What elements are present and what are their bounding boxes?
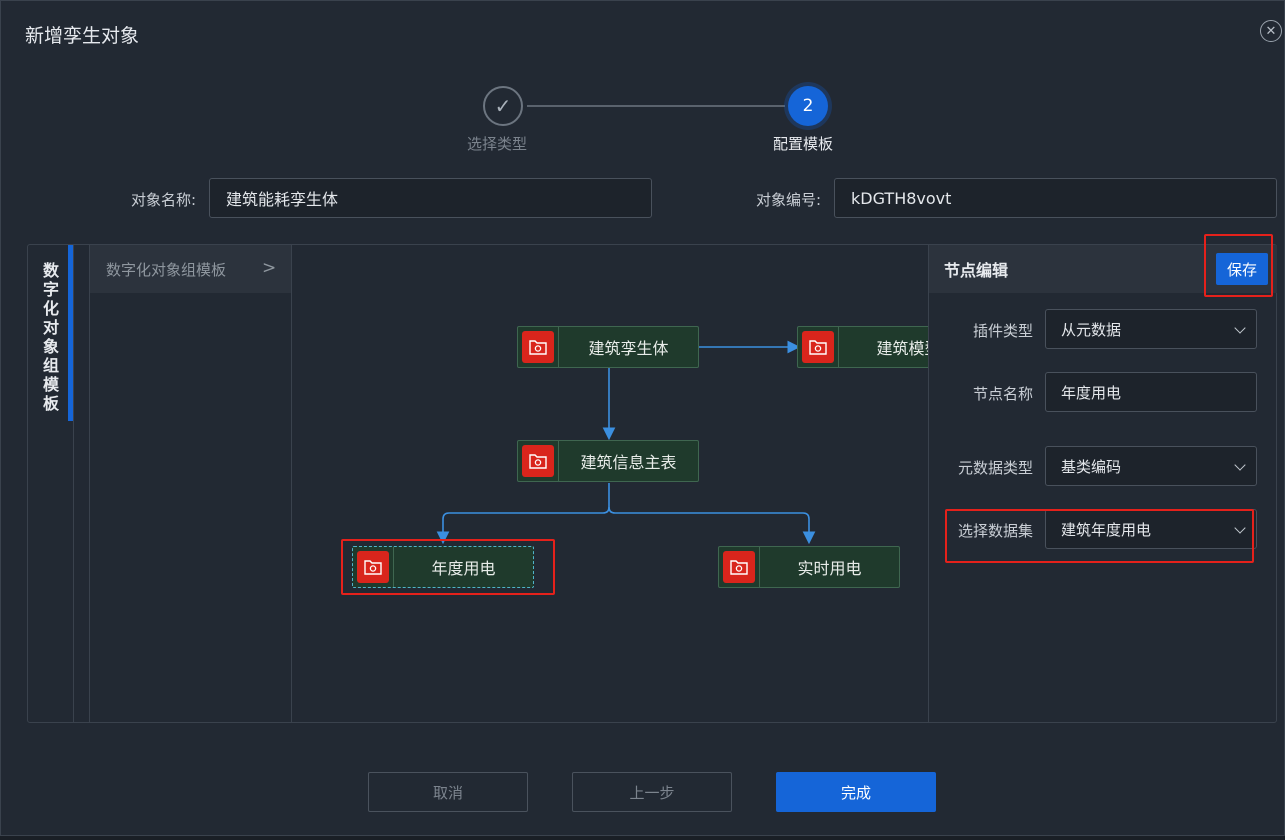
chevron-down-icon	[1234, 322, 1246, 334]
close-icon[interactable]: ✕	[1260, 20, 1282, 42]
template-list-title: 数字化对象组模板	[106, 260, 227, 279]
flow-node-label: 建筑模型	[876, 339, 928, 358]
object-name-label: 对象名称:	[131, 191, 197, 209]
step-1-label: 选择类型	[467, 135, 528, 153]
flow-node-twin[interactable]: 建筑孪生体	[517, 326, 699, 368]
plugin-type-label: 插件类型	[972, 322, 1033, 340]
dialog-title: 新增孪生对象	[25, 25, 140, 47]
template-list: 数字化对象组模板 >	[90, 245, 292, 723]
cancel-button[interactable]: 取消	[368, 772, 528, 812]
node-editor: 节点编辑 保存 插件类型 从元数据 节点名称 年度用电 元数据类型 基类编码 选…	[928, 245, 1277, 723]
node-name-input[interactable]: 年度用电	[1045, 372, 1257, 412]
chevron-right-icon: >	[262, 258, 277, 278]
highlight-save-button	[1204, 234, 1273, 297]
step-2-label: 配置模板	[773, 135, 834, 153]
flow-node-label: 建筑信息主表	[580, 453, 677, 472]
flow-node-label: 实时用电	[797, 559, 862, 578]
flow-node-label: 年度用电	[431, 559, 496, 578]
prev-step-button[interactable]: 上一步	[572, 772, 732, 812]
dataset-select[interactable]: 建筑年度用电	[1045, 509, 1257, 549]
flow-node-annual[interactable]: 年度用电	[352, 546, 534, 588]
side-tab-active-indicator	[68, 245, 73, 421]
flow-node-realtime[interactable]: 实时用电	[718, 546, 900, 588]
folder-refresh-icon	[802, 331, 834, 363]
step-connector	[527, 105, 785, 107]
flow-node-info[interactable]: 建筑信息主表	[517, 440, 699, 482]
object-name-input[interactable]: 建筑能耗孪生体	[209, 178, 652, 218]
dataset-value: 建筑年度用电	[1061, 520, 1152, 539]
folder-refresh-icon	[723, 551, 755, 583]
plugin-type-select[interactable]: 从元数据	[1045, 309, 1257, 349]
flow-node-label: 建筑孪生体	[588, 339, 669, 358]
node-editor-title: 节点编辑	[944, 261, 1009, 280]
folder-refresh-icon	[522, 331, 554, 363]
side-tab[interactable]: 数字化对象组模板	[28, 245, 74, 723]
flow-connectors	[436, 340, 816, 545]
finish-button[interactable]: 完成	[776, 772, 936, 812]
dataset-label: 选择数据集	[957, 522, 1033, 540]
step-2-indicator: 2	[788, 86, 828, 126]
chevron-down-icon	[1234, 459, 1246, 471]
metadata-type-value: 基类编码	[1061, 457, 1122, 476]
save-button[interactable]: 保存	[1216, 253, 1268, 285]
metadata-type-label: 元数据类型	[957, 459, 1033, 477]
node-name-label: 节点名称	[972, 385, 1033, 403]
side-tab-label: 数字化对象组模板	[42, 261, 59, 413]
template-panel: 数字化对象组模板 数字化对象组模板 >	[27, 244, 1277, 723]
step-1-check-icon: ✓	[483, 86, 523, 126]
highlight-selected-node	[341, 539, 555, 595]
node-name-value: 年度用电	[1061, 383, 1122, 402]
side-gap	[74, 245, 90, 723]
object-code-label: 对象编号:	[756, 191, 822, 209]
folder-refresh-icon	[522, 445, 554, 477]
edge-info-realtime	[608, 506, 816, 545]
metadata-type-select[interactable]: 基类编码	[1045, 446, 1257, 486]
highlight-dataset-field	[945, 509, 1254, 563]
plugin-type-value: 从元数据	[1061, 320, 1122, 339]
flow-canvas[interactable]: 建筑孪生体 建筑模型 建筑信息主表	[293, 245, 928, 723]
folder-refresh-icon	[357, 551, 389, 583]
edge-info-annual	[436, 483, 610, 545]
flow-node-model[interactable]: 建筑模型	[797, 326, 928, 368]
object-code-input[interactable]: kDGTH8vovt	[834, 178, 1277, 218]
template-list-header[interactable]: 数字化对象组模板 >	[90, 245, 291, 293]
